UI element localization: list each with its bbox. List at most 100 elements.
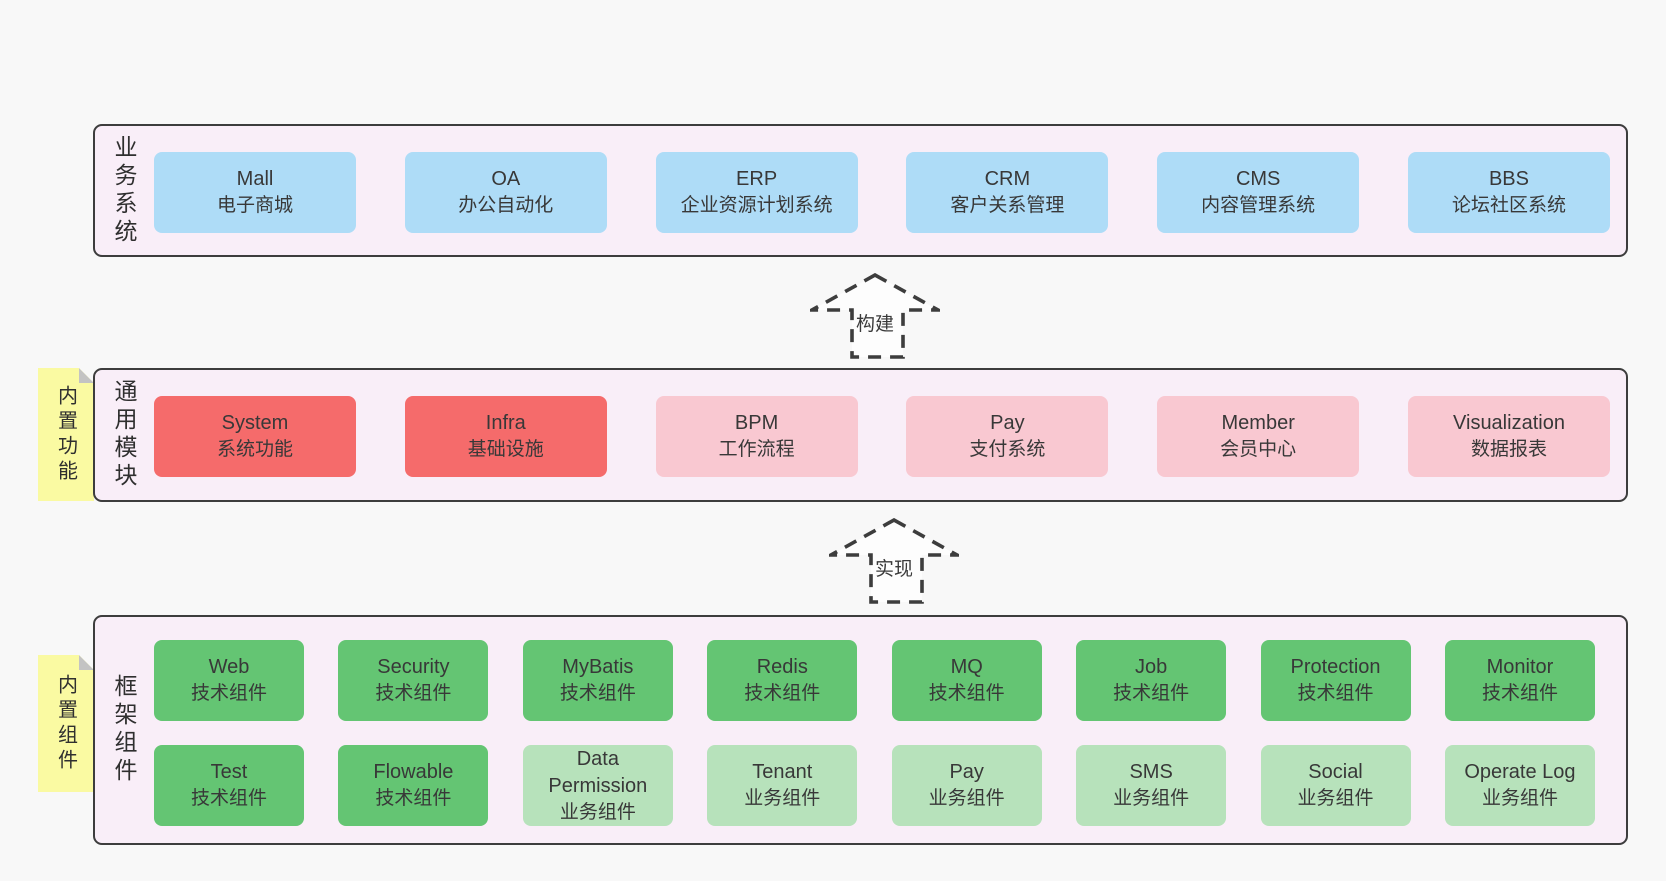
arrow-implement-label: 实现 bbox=[874, 559, 913, 580]
box-subtitle: 业务组件 bbox=[559, 801, 636, 823]
sticky-note-built-in-features: 内置功能 bbox=[38, 368, 94, 501]
box-subtitle: 业务组件 bbox=[928, 788, 1005, 810]
box-subtitle: 技术组件 bbox=[928, 683, 1005, 705]
component-box-mq: MQ 技术组件 bbox=[891, 640, 1042, 721]
component-box-tenant: Tenant 业务组件 bbox=[707, 745, 858, 826]
box-title: Mall bbox=[236, 168, 274, 191]
component-box-sms: SMS 业务组件 bbox=[1076, 745, 1227, 826]
box-subtitle: 论坛社区系统 bbox=[1451, 195, 1566, 217]
box-subtitle: 技术组件 bbox=[1113, 683, 1190, 705]
module-box-system: System 系统功能 bbox=[154, 396, 356, 477]
box-subtitle: 业务组件 bbox=[1297, 788, 1374, 810]
component-box-security: Security 技术组件 bbox=[338, 640, 489, 721]
sticky-note-label: 内置组件 bbox=[54, 673, 77, 774]
business-box-cms: CMS 内容管理系统 bbox=[1157, 152, 1360, 233]
box-subtitle: 基础设施 bbox=[467, 439, 544, 461]
module-box-bpm: BPM 工作流程 bbox=[655, 396, 858, 477]
arrow-build-label: 构建 bbox=[855, 314, 894, 335]
box-subtitle: 技术组件 bbox=[190, 788, 267, 810]
dashed-up-arrow-icon bbox=[810, 273, 940, 359]
component-box-test: Test 技术组件 bbox=[154, 745, 304, 826]
box-title: Data Permission bbox=[548, 747, 648, 797]
band-label-framework-components: 框架组件 bbox=[111, 674, 137, 786]
component-box-pay: Pay 业务组件 bbox=[891, 745, 1042, 826]
business-box-bbs: BBS 论坛社区系统 bbox=[1407, 152, 1610, 233]
box-title: Visualization bbox=[1453, 412, 1565, 435]
box-title: Pay bbox=[990, 412, 1025, 435]
business-box-crm: CRM 客户关系管理 bbox=[906, 152, 1109, 233]
component-box-redis: Redis 技术组件 bbox=[707, 640, 858, 721]
module-box-infra: Infra 基础设施 bbox=[404, 396, 607, 477]
component-box-mybatis: MyBatis 技术组件 bbox=[522, 640, 673, 721]
box-subtitle: 电子商城 bbox=[216, 195, 293, 217]
business-box-oa: OA 办公自动化 bbox=[404, 152, 607, 233]
box-title: Security bbox=[377, 656, 450, 679]
box-subtitle: 技术组件 bbox=[375, 788, 452, 810]
box-subtitle: 系统功能 bbox=[216, 439, 293, 461]
component-box-job: Job 技术组件 bbox=[1076, 640, 1227, 721]
band-framework-components: 框架组件 Web 技术组件 Security 技术组件 MyBatis 技术组件… bbox=[93, 615, 1628, 845]
box-title: OA bbox=[491, 168, 521, 191]
box-subtitle: 业务组件 bbox=[1481, 788, 1558, 810]
module-box-row: System 系统功能 Infra 基础设施 BPM 工作流程 Pay 支付系统… bbox=[154, 396, 1610, 477]
band-common-modules: 通用模块 System 系统功能 Infra 基础设施 BPM 工作流程 Pay… bbox=[93, 368, 1628, 502]
business-box-mall: Mall 电子商城 bbox=[154, 152, 356, 233]
box-subtitle: 业务组件 bbox=[1113, 788, 1190, 810]
component-box-row-2: Test 技术组件 Flowable 技术组件 Data Permission … bbox=[154, 745, 1595, 826]
box-subtitle: 数据报表 bbox=[1470, 439, 1547, 461]
box-subtitle: 内容管理系统 bbox=[1201, 195, 1316, 217]
box-title: SMS bbox=[1129, 761, 1173, 784]
box-title: MQ bbox=[950, 656, 983, 679]
box-title: BBS bbox=[1488, 168, 1529, 191]
box-subtitle: 技术组件 bbox=[1481, 683, 1558, 705]
module-box-pay: Pay 支付系统 bbox=[906, 396, 1109, 477]
box-subtitle: 办公自动化 bbox=[458, 195, 554, 217]
module-box-member: Member 会员中心 bbox=[1157, 396, 1360, 477]
box-title: ERP bbox=[736, 168, 778, 191]
component-box-flowable: Flowable 技术组件 bbox=[338, 745, 489, 826]
band-business-systems: 业务系统 Mall 电子商城 OA 办公自动化 ERP 企业资源计划系统 CRM… bbox=[93, 124, 1628, 257]
dashed-up-arrow-icon bbox=[829, 518, 959, 604]
box-subtitle: 业务组件 bbox=[744, 788, 821, 810]
box-subtitle: 技术组件 bbox=[744, 683, 821, 705]
sticky-note-built-in-components: 内置组件 bbox=[38, 655, 94, 792]
box-title: MyBatis bbox=[562, 656, 634, 679]
box-title: Pay bbox=[949, 761, 984, 784]
business-box-erp: ERP 企业资源计划系统 bbox=[655, 152, 858, 233]
box-title: Monitor bbox=[1486, 656, 1554, 679]
component-box-data-permission: Data Permission 业务组件 bbox=[522, 745, 673, 826]
box-title: CMS bbox=[1235, 168, 1281, 191]
box-title: Redis bbox=[756, 656, 808, 679]
component-box-monitor: Monitor 技术组件 bbox=[1444, 640, 1595, 721]
box-title: Social bbox=[1308, 761, 1363, 784]
box-subtitle: 支付系统 bbox=[969, 439, 1046, 461]
module-box-visualization: Visualization 数据报表 bbox=[1407, 396, 1610, 477]
fold-corner-icon bbox=[79, 368, 94, 383]
box-subtitle: 会员中心 bbox=[1220, 439, 1297, 461]
box-subtitle: 工作流程 bbox=[718, 439, 795, 461]
box-title: Test bbox=[210, 761, 248, 784]
box-subtitle: 企业资源计划系统 bbox=[680, 195, 833, 217]
box-subtitle: 技术组件 bbox=[190, 683, 267, 705]
box-subtitle: 技术组件 bbox=[559, 683, 636, 705]
sticky-note-label: 内置功能 bbox=[54, 384, 77, 485]
box-title: Job bbox=[1134, 656, 1168, 679]
box-subtitle: 客户关系管理 bbox=[950, 195, 1065, 217]
box-title: CRM bbox=[984, 168, 1031, 191]
component-box-row-1: Web 技术组件 Security 技术组件 MyBatis 技术组件 Redi… bbox=[154, 640, 1595, 721]
box-title: Operate Log bbox=[1464, 761, 1576, 784]
box-title: Protection bbox=[1290, 656, 1381, 679]
box-title: Tenant bbox=[752, 761, 813, 784]
box-title: Member bbox=[1221, 412, 1295, 435]
box-title: BPM bbox=[734, 412, 779, 435]
box-title: Infra bbox=[485, 412, 526, 435]
box-title: Flowable bbox=[373, 761, 454, 784]
component-box-social: Social 业务组件 bbox=[1260, 745, 1411, 826]
arrow-up-implement-icon: 实现 bbox=[829, 518, 959, 604]
arrow-up-build-icon: 构建 bbox=[810, 273, 940, 359]
band-label-common-modules: 通用模块 bbox=[111, 379, 137, 491]
component-box-protection: Protection 技术组件 bbox=[1260, 640, 1411, 721]
component-box-web: Web 技术组件 bbox=[154, 640, 304, 721]
box-title: System bbox=[221, 412, 289, 435]
